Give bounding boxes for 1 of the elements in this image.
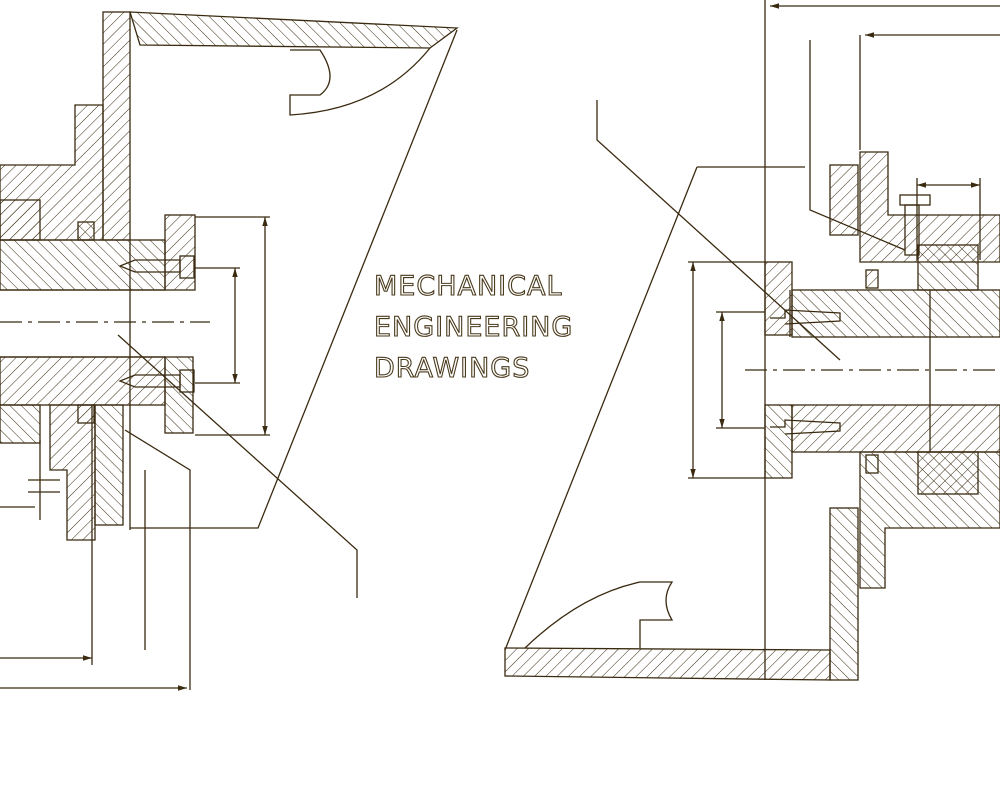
- title-text: MECHANICAL ENGINEERING DRAWINGS: [374, 270, 574, 386]
